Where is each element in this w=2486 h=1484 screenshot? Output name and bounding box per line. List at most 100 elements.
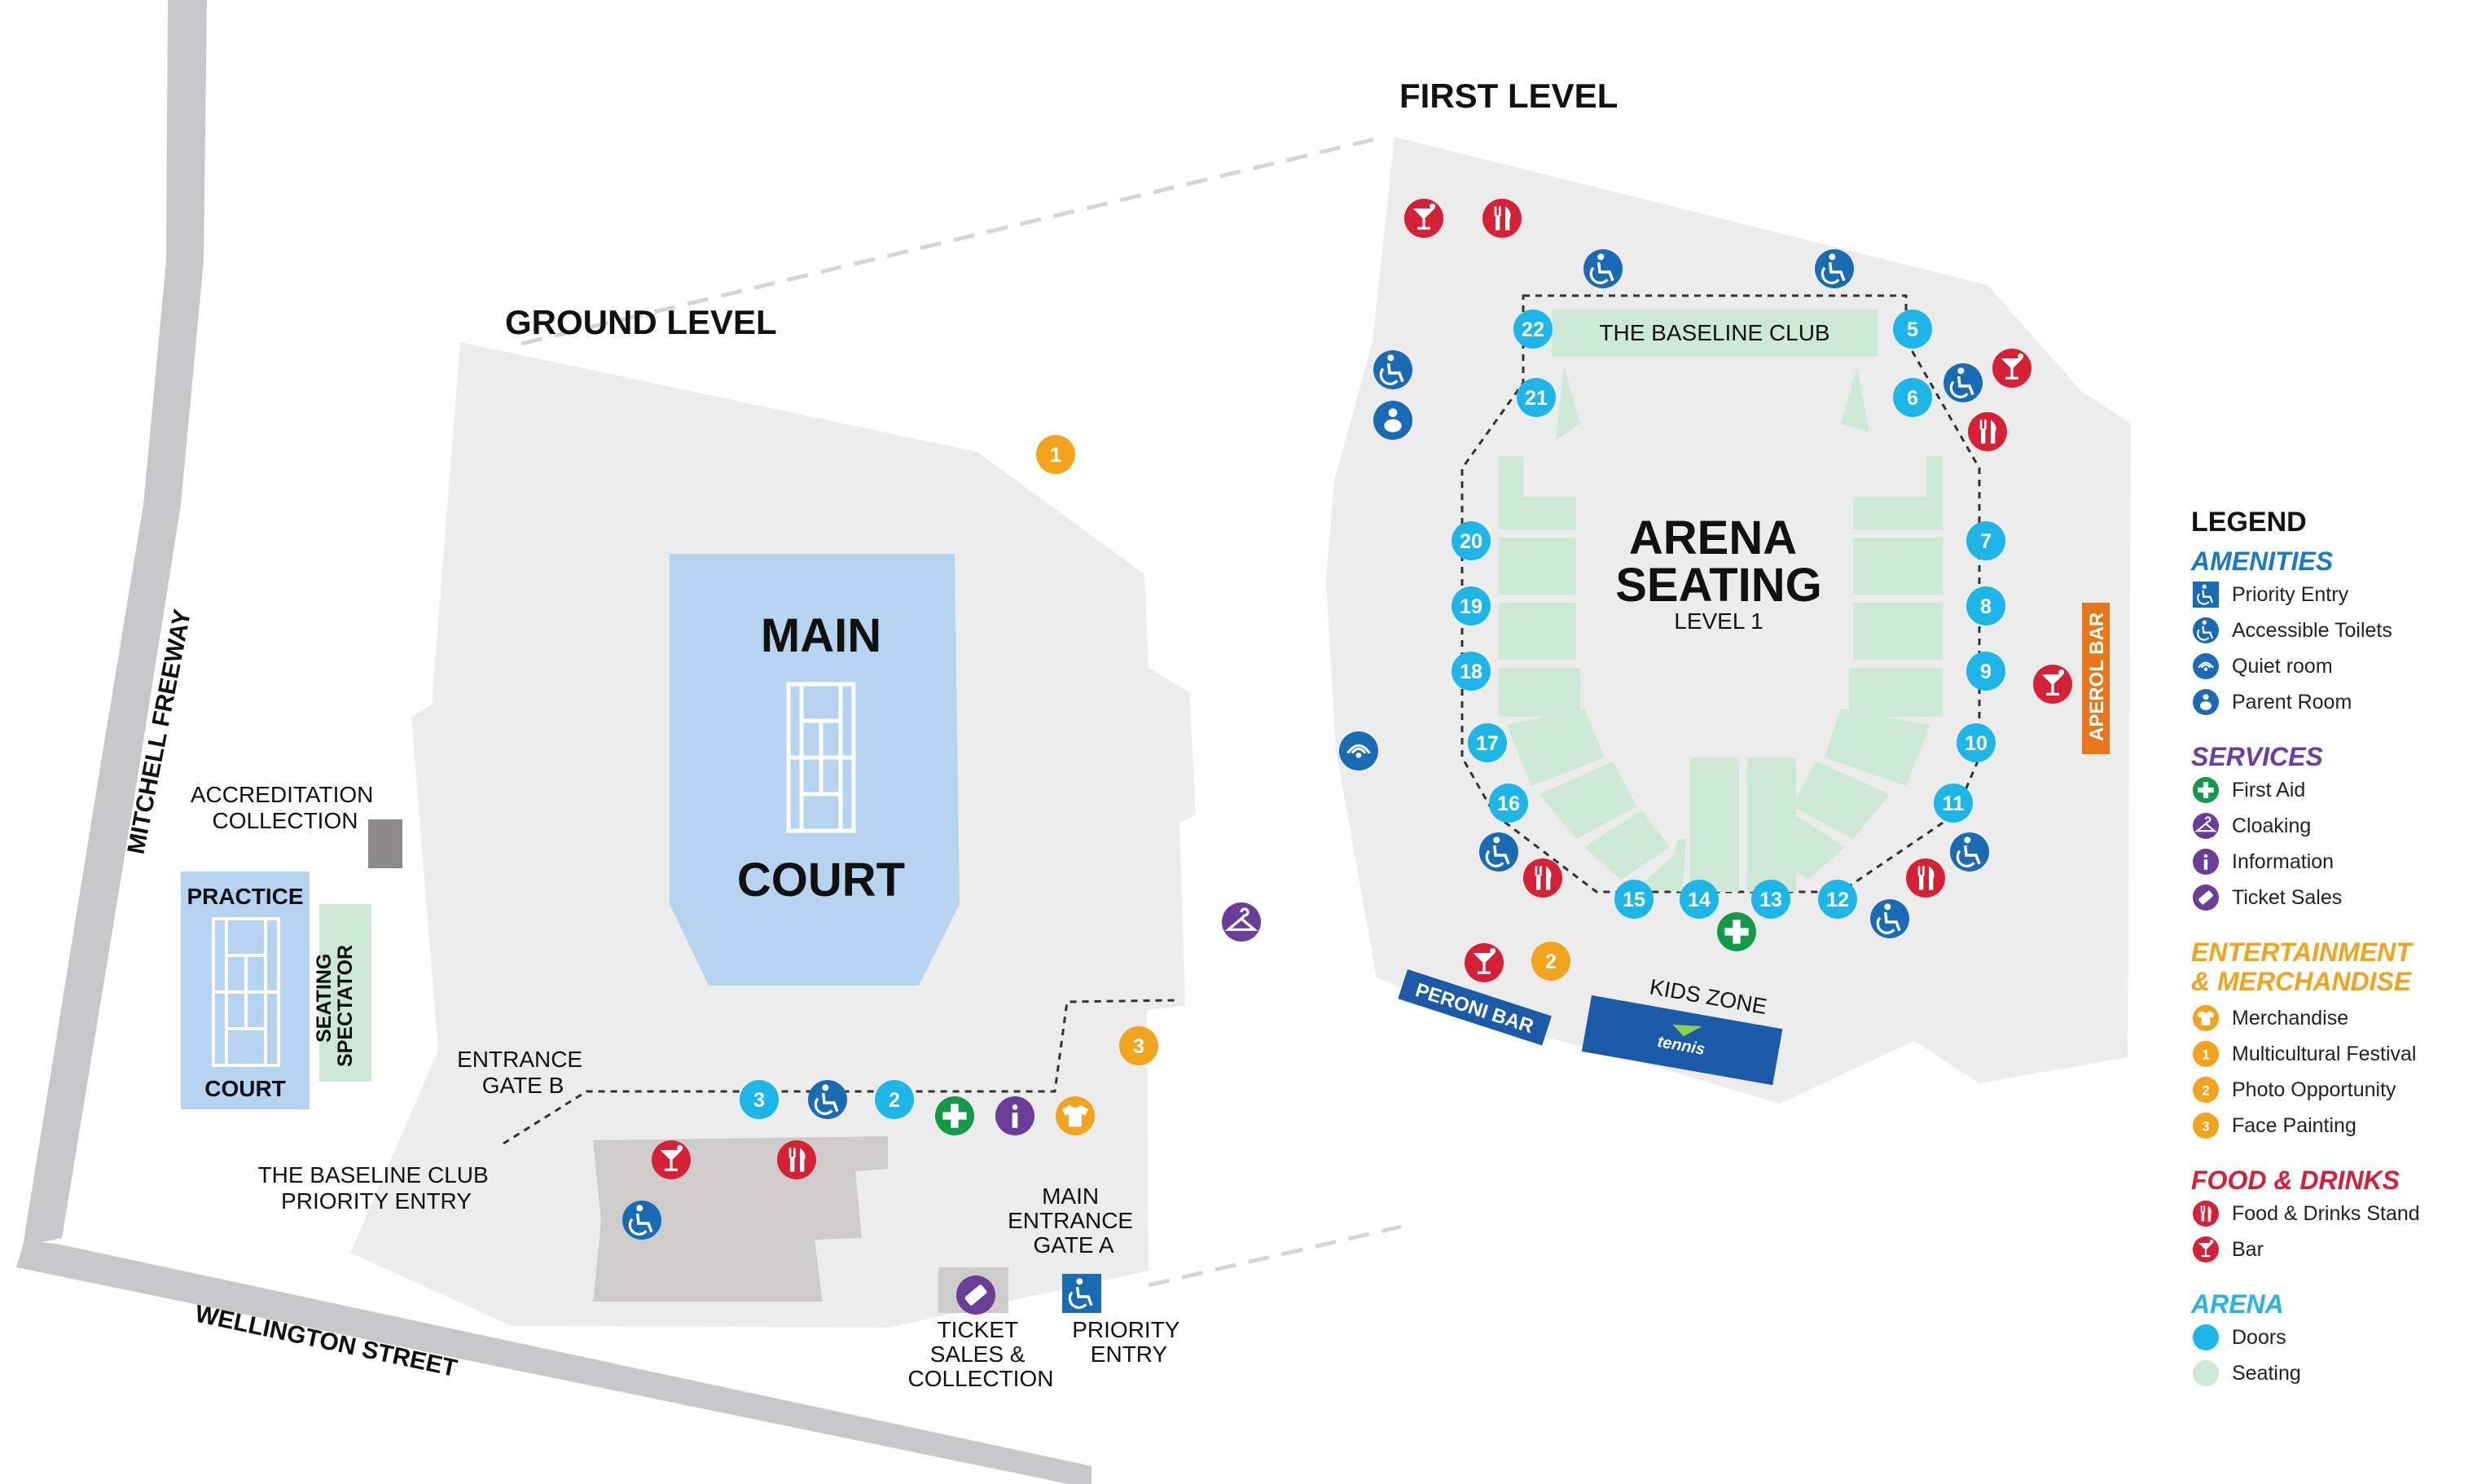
legend-marker-2-2-number: 2 <box>2202 1083 2209 1099</box>
door-dot-icon[interactable] <box>2193 1324 2219 1350</box>
legend-marker-2-2[interactable]: 2 <box>2193 1077 2219 1103</box>
door-marker-7[interactable]: 7 <box>1966 521 2005 560</box>
merchandise-icon[interactable] <box>2193 1005 2219 1031</box>
baseline-club-box[interactable] <box>1552 310 1878 357</box>
priority-entry-marker[interactable] <box>1062 1274 1101 1313</box>
first-bar-marker-1[interactable] <box>1404 199 1443 238</box>
legend-label-2-3: Face Painting <box>2232 1114 2356 1137</box>
ticket-sales-marker[interactable] <box>956 1275 995 1315</box>
door-marker-19[interactable]: 19 <box>1452 586 1491 626</box>
main-court[interactable] <box>670 554 960 986</box>
door-marker-16[interactable]: 16 <box>1489 784 1528 823</box>
door-marker-2-number: 2 <box>889 1089 900 1112</box>
main-court-title-bottom: COURT <box>737 854 905 907</box>
legend-marker-2-1[interactable]: 1 <box>2193 1041 2219 1067</box>
bar-icon[interactable] <box>2193 1236 2219 1262</box>
first-food-marker-1[interactable] <box>1482 199 1522 238</box>
information-icon[interactable] <box>2193 849 2219 875</box>
accreditation-label: ACCREDITATION COLLECTION <box>191 782 380 833</box>
arena-seating-title: ARENA SEATING <box>1615 511 1822 612</box>
accreditation-building <box>368 819 402 868</box>
accessible-toilet-marker[interactable] <box>808 1080 847 1119</box>
first-accessible-marker-3[interactable] <box>1373 350 1412 389</box>
face-painting-marker[interactable]: 3 <box>1119 1026 1158 1065</box>
arena-seating[interactable] <box>1499 367 1943 892</box>
door-marker-9[interactable]: 9 <box>1966 652 2005 691</box>
first-aid-marker[interactable] <box>935 1096 974 1135</box>
ticket-sales-label: TICKET SALES & COLLECTION <box>908 1317 1054 1391</box>
door-marker-14[interactable]: 14 <box>1680 880 1719 919</box>
first-aid-icon[interactable] <box>2193 777 2219 803</box>
practice-court-title: PRACTICE <box>187 884 303 909</box>
peroni-bar-marker[interactable] <box>1465 943 1504 982</box>
door-marker-5[interactable]: 5 <box>1893 310 1932 349</box>
main-entrance-line-2: ENTRANCE <box>1008 1208 1133 1233</box>
legend-label-1-3: Ticket Sales <box>2232 886 2342 909</box>
door-marker-20[interactable]: 20 <box>1452 521 1491 560</box>
entrance-path <box>503 999 1180 1145</box>
first-bar-marker-3[interactable] <box>2033 665 2072 704</box>
door-marker-5-number: 5 <box>1907 318 1918 341</box>
aperol-bar[interactable]: APEROL BAR <box>2082 603 2110 754</box>
door-marker-22-number: 22 <box>1522 318 1544 341</box>
ticket-line-1: TICKET <box>938 1317 1018 1342</box>
multicultural-festival-marker[interactable]: 1 <box>1036 435 1075 474</box>
seating-dot-icon[interactable] <box>2193 1360 2219 1386</box>
food-icon[interactable] <box>2193 1201 2219 1227</box>
door-marker-11[interactable]: 11 <box>1934 784 1973 823</box>
priority-entry-icon[interactable] <box>2193 582 2219 608</box>
cloaking-marker[interactable] <box>1222 902 1261 942</box>
first-accessible-marker-1[interactable] <box>1583 249 1623 288</box>
door-marker-13[interactable]: 13 <box>1751 880 1790 919</box>
baseline-food-marker[interactable] <box>777 1140 816 1179</box>
door-marker-2[interactable]: 2 <box>875 1080 914 1119</box>
legend-marker-2-3[interactable]: 3 <box>2193 1113 2219 1139</box>
first-accessible-marker-4[interactable] <box>1944 363 1983 402</box>
first-food-marker-4[interactable] <box>1906 858 1945 898</box>
door-marker-3-number: 3 <box>753 1089 765 1112</box>
door-marker-8[interactable]: 8 <box>1966 586 2005 626</box>
door-marker-18[interactable]: 18 <box>1452 652 1491 691</box>
first-food-marker-3[interactable] <box>1523 858 1562 898</box>
mitchell-freeway-road <box>23 0 207 1246</box>
door-marker-6[interactable]: 6 <box>1893 378 1932 417</box>
merchandise-marker[interactable] <box>1056 1096 1095 1135</box>
information-marker[interactable] <box>995 1096 1034 1135</box>
legend-label-0-2: Quiet room <box>2232 655 2333 678</box>
door-marker-21[interactable]: 21 <box>1517 378 1556 417</box>
quiet-room-marker[interactable] <box>1339 731 1378 771</box>
door-marker-20-number: 20 <box>1460 530 1482 553</box>
door-marker-22[interactable]: 22 <box>1513 310 1553 349</box>
first-accessible-marker-2[interactable] <box>1815 249 1854 288</box>
door-marker-12[interactable]: 12 <box>1818 880 1857 919</box>
ticket-icon[interactable] <box>2193 885 2219 911</box>
first-food-marker-2[interactable] <box>1968 412 2007 451</box>
parent-room-icon[interactable] <box>2193 689 2219 715</box>
photo-opportunity-marker[interactable]: 2 <box>1531 942 1570 981</box>
parent-room-marker[interactable] <box>1373 401 1412 440</box>
first-accessible-marker-6[interactable] <box>1950 832 1989 872</box>
level-connectors <box>520 134 1402 1288</box>
first-bar-marker-2[interactable] <box>1992 349 2031 388</box>
priority-entry-label: PRIORITY ENTRY <box>1072 1317 1186 1367</box>
baseline-accessible-marker[interactable] <box>622 1201 661 1240</box>
priority-line-1: PRIORITY <box>1072 1317 1180 1342</box>
door-marker-10[interactable]: 10 <box>1957 723 1996 762</box>
door-marker-3[interactable]: 3 <box>740 1080 779 1119</box>
cloaking-icon[interactable] <box>2193 813 2219 839</box>
door-marker-15[interactable]: 15 <box>1614 880 1654 919</box>
first-accessible-marker-7[interactable] <box>1870 899 1909 938</box>
accessible-toilet-icon[interactable] <box>2193 617 2219 643</box>
legend-heading-1: SERVICES <box>2191 742 2323 771</box>
first-aid-arena-marker[interactable] <box>1717 912 1756 951</box>
baseline-bar-marker[interactable] <box>652 1140 691 1179</box>
first-accessible-marker-5[interactable] <box>1479 832 1518 872</box>
quiet-room-icon[interactable] <box>2193 653 2219 679</box>
kids-zone[interactable]: tennis <box>1581 995 1783 1086</box>
door-marker-18-number: 18 <box>1460 661 1482 683</box>
entrance-b-line-1: ENTRANCE <box>457 1047 582 1072</box>
door-marker-17[interactable]: 17 <box>1468 723 1507 762</box>
door-marker-14-number: 14 <box>1688 889 1711 911</box>
legend-heading-3: FOOD & DRINKS <box>2191 1166 2400 1195</box>
